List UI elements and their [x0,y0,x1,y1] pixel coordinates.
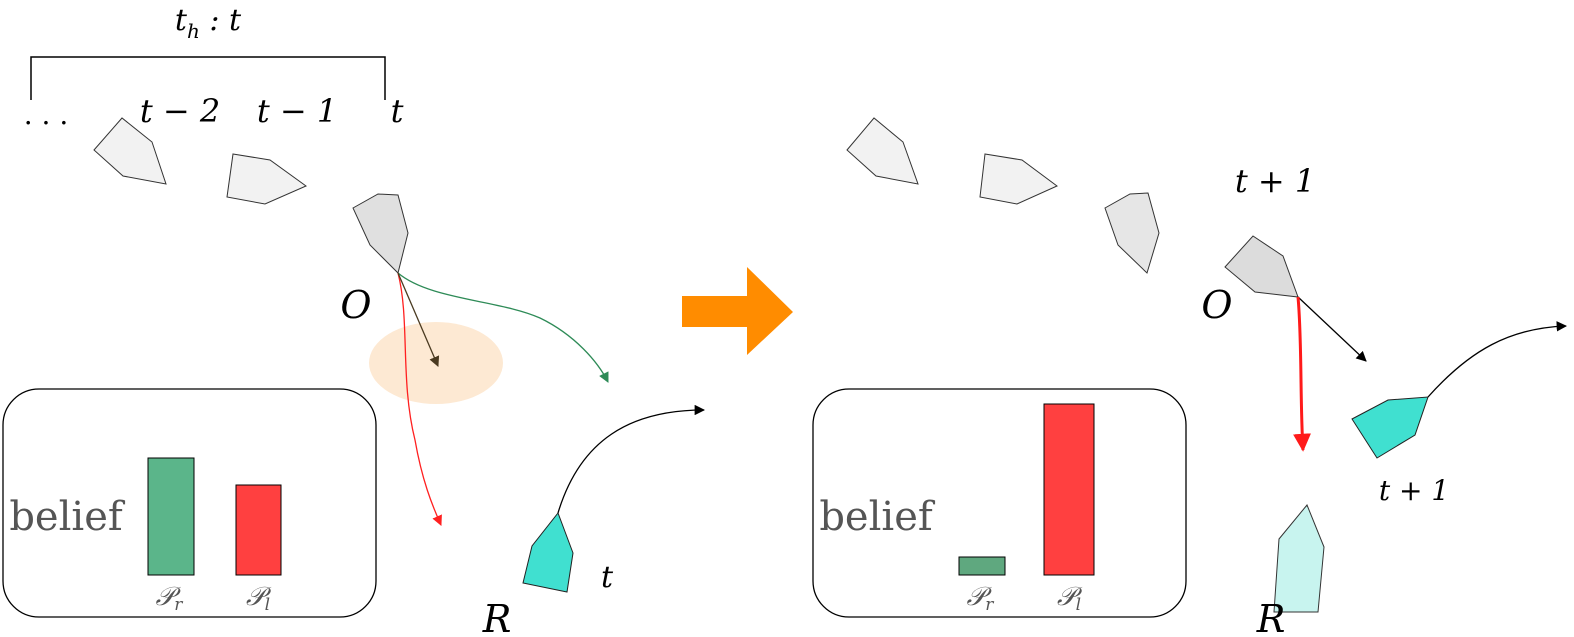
belief-box-left: belief 𝒫r 𝒫l [2,388,377,618]
mean-prediction-arrow [397,272,440,367]
agent-ghost-t [1104,192,1160,274]
belief-box-right: belief 𝒫r 𝒫l [812,388,1187,618]
transition-arrow [682,267,793,355]
robot-trajectory-arrow [557,404,706,514]
t-label: t [391,92,404,130]
belief-label: belief [9,494,126,540]
other-agent-current [352,193,409,274]
belief-bar-p-r [147,457,195,576]
history-range-label: th : t [175,3,242,43]
robot-agent-next [1351,396,1429,459]
t-minus-1-label: t − 1 [257,92,337,130]
robot-label-right: R [1256,597,1286,637]
belief-bar-p-l-right [1043,403,1095,576]
other-time-label: t + 1 [1235,162,1315,200]
other-agent-label-right: O [1201,283,1232,327]
belief-box-frame [2,388,377,618]
right-prediction-arrow [397,272,609,383]
left-prediction-arrow-right [1293,296,1312,452]
belief-bar-p-l [235,484,282,576]
robot-label: R [482,597,512,637]
agent-ghost-t-minus-2 [93,117,167,185]
other-agent-next [1224,235,1299,298]
ellipsis-label: . . . [24,98,69,131]
left-prediction-arrow [397,272,442,526]
robot-time-label-right: t + 1 [1379,474,1449,507]
other-agent-label: O [340,283,371,327]
history-bracket [30,56,386,100]
other-heading-arrow [1297,296,1367,362]
robot-trajectory-arrow-right [1427,321,1568,398]
uncertainty-ellipse [369,322,503,404]
agent-ghost-history-1 [846,117,919,185]
belief-bar-label-p-l-right: 𝒫l [1057,582,1083,615]
agent-ghost-t-minus-1 [226,153,308,205]
belief-box-frame-right [812,388,1187,618]
robot-time-label: t [601,560,614,595]
belief-bar-label-p-r-right: 𝒫r [967,582,995,615]
robot-ghost [1273,504,1325,613]
robot-agent [522,511,574,593]
t-minus-2-label: t − 2 [140,92,220,130]
right-panel: t + 1 O R t + 1 belief 𝒫r 𝒫l [812,117,1568,637]
belief-bar-label-p-l: 𝒫l [246,582,272,615]
belief-label-right: belief [819,494,936,540]
left-panel: th : t . . . t − 2 t − 1 t O t R belief [2,3,706,637]
agent-ghost-history-2 [979,153,1058,205]
belief-bar-label-p-r: 𝒫r [156,582,184,615]
belief-bar-p-r-right [958,556,1006,576]
